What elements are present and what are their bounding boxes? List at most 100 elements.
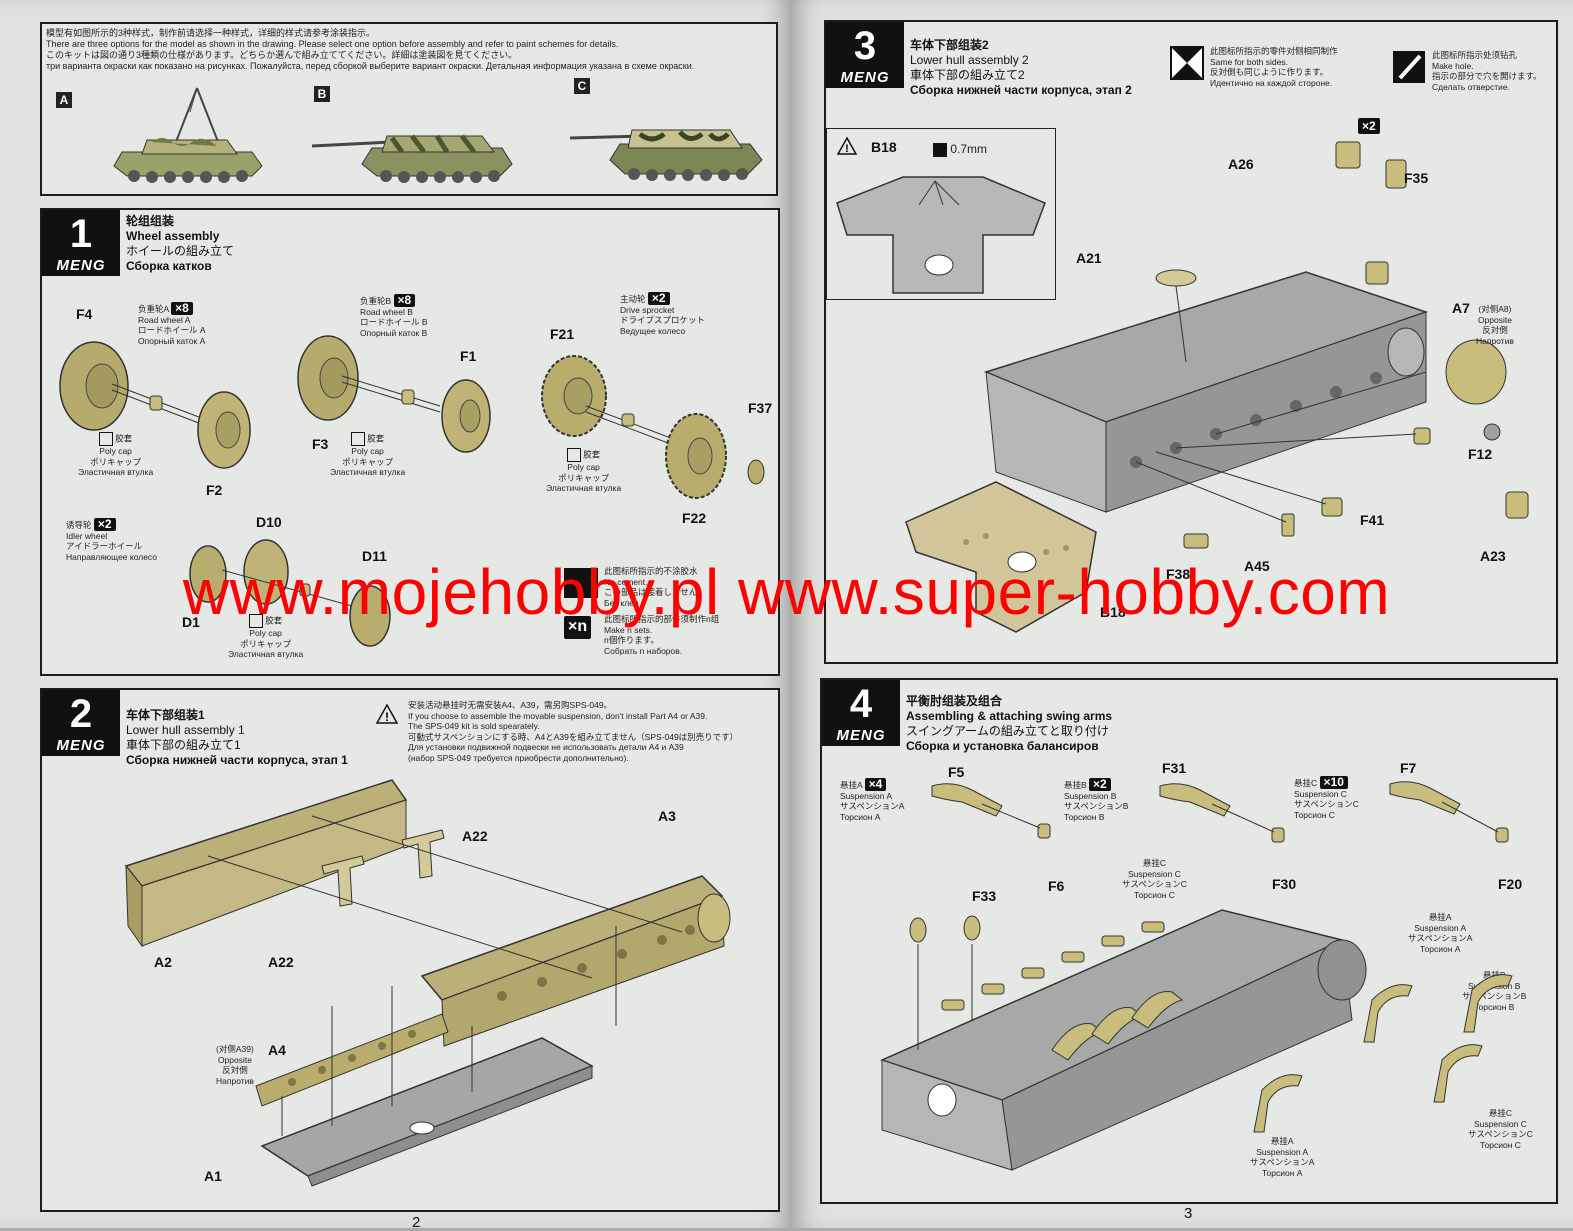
sprocket-drawing [541,355,765,499]
part-f41: F41 [1360,512,1385,528]
b18-plate-drawing [836,176,1046,294]
idler-count: ×2 [93,518,116,531]
part-f35: F35 [1404,170,1429,186]
step3-badge: 3 MENG [826,22,904,88]
svg-text:!: ! [845,143,849,155]
step4-number: 4 [849,682,873,726]
a26-f35-count: ×2 [1358,118,1380,134]
step3-panel: 3 MENG 车体下部组装2 Lower hull assembly 2 車体下… [824,20,1558,664]
part-a21: A21 [1076,250,1102,266]
warning-icon: ! [836,136,858,155]
suspension-a-count: ×4 [864,778,887,791]
part-f7: F7 [1400,760,1417,776]
step4-badge: 4 MENG [822,680,900,746]
suspension-c-count: ×10 [1319,776,1348,789]
part-f2: F2 [206,482,223,498]
step2-title-ru: Сборка нижней части корпуса, этап 1 [126,753,348,767]
road-wheel-a-drawing [59,341,251,469]
step2-panel: 2 MENG 车体下部组装1 Lower hull assembly 1 車体下… [40,688,780,1212]
step1-title-cn: 轮组组装 [126,214,175,228]
part-f20: F20 [1498,876,1523,892]
part-f3: F3 [312,436,329,452]
step1-panel: 1 MENG 轮组组装 Wheel assembly ホイールの組み立て Сбо… [40,208,780,676]
part-a22-lower: A22 [268,954,294,970]
part-a7: A7 [1452,300,1470,316]
step4-title-jp: スイングアームの組み立てと取り付け [906,724,1109,738]
swing-arm-parts-drawing [931,781,1509,843]
part-b18: B18 [1100,604,1126,620]
part-f38: F38 [1166,566,1191,582]
step1-title-en: Wheel assembly [126,229,220,243]
part-f6: F6 [1048,878,1065,894]
step3-title-cn: 车体下部组装2 [910,38,989,52]
drill-hole-icon [1393,51,1425,83]
brand-logo: MENG [836,727,886,744]
no-cement-legend-icon [564,568,598,598]
suspension-b-count: ×2 [1089,778,1111,791]
part-a1: A1 [204,1168,222,1184]
step4-title-en: Assembling & attaching swing arms [906,709,1113,723]
option-b-label: B [314,86,330,102]
step4-title-cn: 平衡肘组装及组合 [906,694,1003,708]
step3-title-en: Lower hull assembly 2 [910,53,1029,67]
step3-title-ru: Сборка нижней части корпуса, этап 2 [910,83,1132,97]
step2-title-cn: 车体下部组装1 [126,708,205,722]
part-f31: F31 [1162,760,1187,776]
step1-title-jp: ホイールの組み立て [126,244,235,258]
part-f30: F30 [1272,876,1297,892]
intro-line-jp: このキットは図の通り3種類の仕様があります。どちらか選んで組み立ててください。詳… [46,50,518,60]
make-n-badge: ×n [564,616,592,639]
step4-panel: 4 MENG 平衡肘组装及组合 Assembling & attaching s… [820,678,1558,1204]
step3-titles: 车体下部组装2 Lower hull assembly 2 車体下部の組み立て2… [910,38,1132,98]
part-f1: F1 [460,348,477,364]
part-f5: F5 [948,764,965,780]
part-f22: F22 [682,510,707,526]
no-cement-icon [566,448,581,462]
part-a4: A4 [268,1042,286,1058]
part-f33: F33 [972,888,997,904]
warning-icon: ! [375,703,399,724]
option-a-label: A [56,92,72,108]
step3-number: 3 [853,24,877,68]
step1-titles: 轮组组装 Wheel assembly ホイールの組み立て Сборка кат… [126,214,234,274]
step3-title-jp: 車体下部の組み立て2 [910,68,1025,82]
intro-panel: 模型有如图所示的3种样式，制作前请选择一种样式，详细的样式请参考涂装指示。 Th… [40,22,778,196]
step4-titles: 平衡肘组装及组合 Assembling & attaching swing ar… [906,694,1112,754]
tank-c-illustration [569,129,763,181]
road-wheel-b-drawing [297,335,491,453]
brand-logo: MENG [56,737,106,754]
tank-b-illustration [311,134,513,183]
hull-swing-arm-drawing [879,909,1367,1171]
part-f37: F37 [748,400,773,416]
step2-warning: 安装活动悬挂时无需安装A4、A39，需另购SPS-049。 If you cho… [408,700,739,763]
page-number-left: 2 [412,1214,421,1231]
drill-hole-icon [933,143,947,157]
part-a22-upper: A22 [462,828,488,844]
same-both-sides-icon [1170,46,1204,80]
left-page: 模型有如图所示的3种样式，制作前请选择一种样式，详细的样式请参考涂装指示。 Th… [0,0,790,1231]
part-a45: A45 [1244,558,1270,574]
sprocket-count: ×2 [647,292,670,305]
part-a23: A23 [1480,548,1506,564]
step4-title-ru: Сборка и установка балансиров [906,739,1099,753]
hull-side-assembly-drawing [124,779,731,1187]
step1-number: 1 [69,212,93,256]
part-a3: A3 [658,808,676,824]
intro-line-cn: 模型有如图所示的3种样式，制作前请选择一种样式，详细的样式请参考涂装指示。 [46,28,376,38]
no-cement-icon [350,432,365,446]
intro-line-en: There are three options for the model as… [46,39,619,49]
no-cement-icon [248,614,263,628]
